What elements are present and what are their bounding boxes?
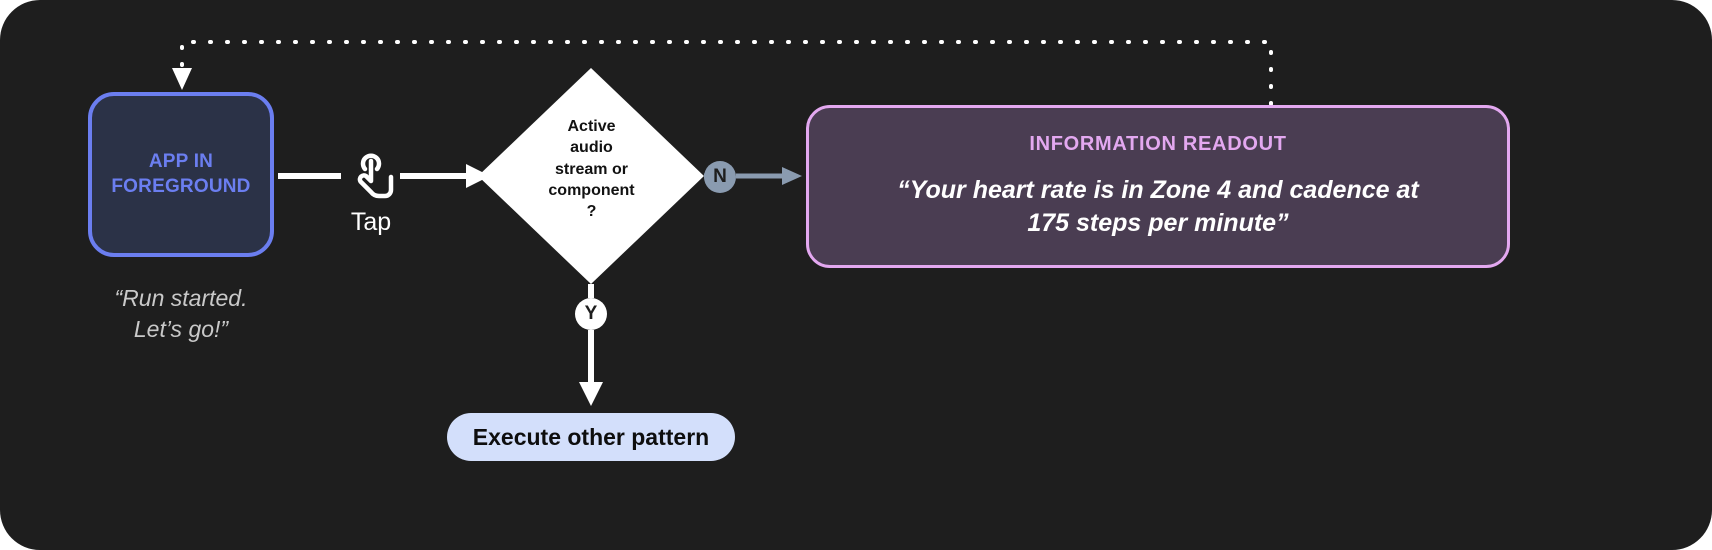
tap-gesture-icon [345,147,397,203]
app-node-label: APP IN FOREGROUND [111,151,251,197]
edge-tap-to-decision [400,164,490,188]
readout-body: “Your heart rate is in Zone 4 and cadenc… [897,176,1419,237]
branch-badge-no-label: N [713,166,727,187]
branch-badge-yes: Y [575,298,607,330]
branch-badge-yes-label: Y [584,303,598,324]
decision-node-label: Active audio stream or component ? [548,118,635,221]
readout-title: INFORMATION READOUT [1029,133,1287,155]
tap-gesture-label: Tap [350,208,392,236]
execute-other-pattern-label: Execute other pattern [472,423,710,450]
feedback-edge-dotted [172,40,1273,106]
node-app-in-foreground[interactable]: APP IN FOREGROUND [88,92,274,257]
node-execute-other-pattern[interactable]: Execute other pattern [447,413,735,461]
feedback-arrowhead [172,68,192,90]
node-information-readout[interactable]: INFORMATION READOUT “Your heart rate is … [806,105,1510,268]
branch-badge-no: N [704,161,736,193]
app-node-caption: “Run started. Let’s go!” [114,285,248,343]
